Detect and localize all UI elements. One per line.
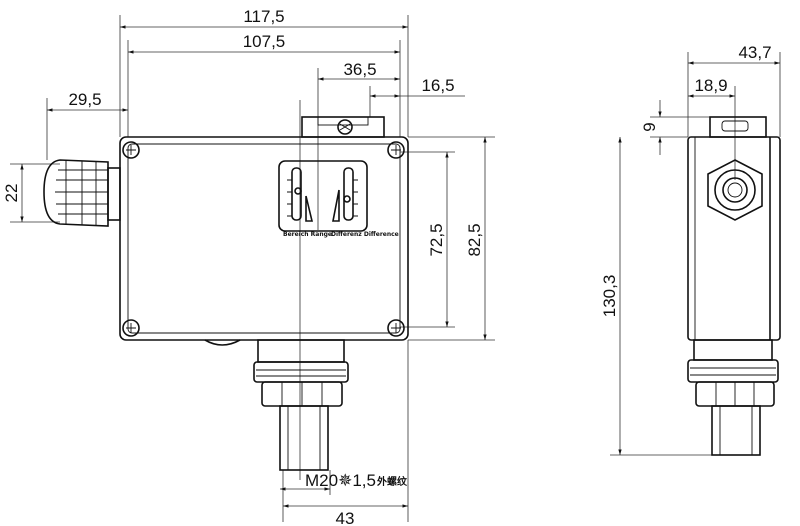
bottom-bump xyxy=(204,339,241,346)
dim-connector-width: 16,5 xyxy=(421,76,454,95)
dim-thread-offset: 43 xyxy=(336,509,355,526)
housing xyxy=(119,136,409,341)
screw-icon xyxy=(387,141,405,159)
dim-overall-height: 82,5 xyxy=(465,223,484,256)
corner-screws xyxy=(122,141,405,337)
screw-icon xyxy=(337,119,353,135)
dim-top-connector-height: 9 xyxy=(640,122,659,131)
side-pressure-fitting xyxy=(687,339,779,456)
dim-total-height: 130,3 xyxy=(600,275,619,318)
dim-mounting-height: 72,5 xyxy=(427,223,446,256)
dim-overall-width: 117,5 xyxy=(243,7,284,26)
front-view: Bereich Range Differenz Difference xyxy=(43,116,409,471)
dim-gland-length: 29,5 xyxy=(68,90,101,109)
scale-label-range: Bereich Range xyxy=(283,231,332,238)
dim-side-depth: 43,7 xyxy=(738,43,771,62)
dim-gland-diameter: 22 xyxy=(2,184,21,203)
extension-lines xyxy=(10,15,781,522)
side-top-connector xyxy=(709,116,767,138)
hex-nut-icon xyxy=(707,159,763,221)
dimension-lines xyxy=(20,25,780,508)
scale-label-difference: Differenz Difference xyxy=(331,231,399,238)
thread-label: M20✵1,5 xyxy=(305,471,376,490)
cable-gland xyxy=(43,159,121,227)
dim-side-center: 18,9 xyxy=(694,76,727,95)
side-housing xyxy=(687,136,781,341)
thread-note: 外螺纹 xyxy=(376,475,408,488)
screw-icon xyxy=(387,319,405,337)
screw-icon xyxy=(122,319,140,337)
dim-connector-offset: 36,5 xyxy=(343,60,376,79)
dim-mounting-width: 107,5 xyxy=(243,32,286,51)
pressure-fitting xyxy=(253,339,349,471)
screw-icon xyxy=(122,141,140,159)
top-connector xyxy=(301,116,385,138)
side-view xyxy=(687,116,781,456)
scale-window: Bereich Range Differenz Difference xyxy=(278,160,399,238)
